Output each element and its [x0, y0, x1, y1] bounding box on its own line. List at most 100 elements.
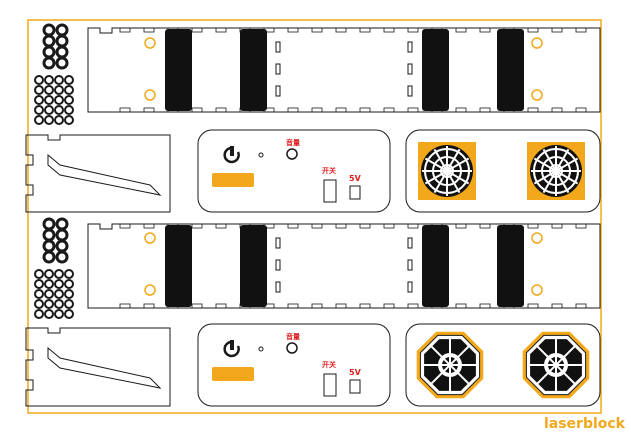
- slot: [407, 41, 413, 53]
- mount-hole: [144, 284, 156, 296]
- slot: [275, 41, 281, 53]
- washer-ring: [55, 250, 69, 264]
- washer-ring: [64, 279, 74, 289]
- strip-tab: [527, 27, 539, 33]
- volume-knob-hole: [286, 342, 298, 354]
- led-hole: [258, 346, 264, 352]
- washer-ring: [54, 95, 64, 105]
- washer-ring: [44, 115, 54, 125]
- sheet-border: [27, 19, 602, 414]
- volume-knob-hole: [286, 148, 298, 160]
- strip-tab: [383, 27, 395, 33]
- washer-ring: [64, 75, 74, 85]
- strip-tab: [287, 223, 299, 229]
- strip-tab: [551, 303, 563, 309]
- washer-ring: [54, 299, 64, 309]
- speaker-grille-left: [416, 331, 484, 399]
- washer-ring: [64, 299, 74, 309]
- washer-ring: [34, 115, 44, 125]
- strip-tab: [215, 303, 227, 309]
- washer-ring: [55, 34, 69, 48]
- washer-ring: [34, 269, 44, 279]
- strip-tab: [575, 223, 587, 229]
- switch-label: 开关: [322, 166, 336, 175]
- washer-ring: [44, 269, 54, 279]
- slot: [275, 281, 281, 293]
- strip-tab: [311, 107, 323, 113]
- washer-ring: [64, 95, 74, 105]
- strip-tab: [143, 107, 155, 113]
- washer-column-bottom: [34, 217, 74, 319]
- strip-tab: [527, 107, 539, 113]
- strip-tab: [311, 303, 323, 309]
- mount-hole: [531, 89, 543, 101]
- washer-ring: [42, 228, 56, 242]
- power-label: 5V: [349, 174, 362, 183]
- slot: [407, 85, 413, 97]
- logo-icon: [223, 340, 240, 358]
- strip-tab: [479, 223, 491, 229]
- strip-tab: [191, 107, 203, 113]
- washer-ring: [64, 115, 74, 125]
- strip-tab: [311, 27, 323, 33]
- grille-spoke: [430, 345, 470, 385]
- led-hole: [258, 152, 264, 158]
- strip-panel-top: [87, 27, 601, 113]
- power-port-cutout: [349, 185, 361, 200]
- strip-tab: [455, 107, 467, 113]
- hinge-block: [422, 225, 449, 307]
- washer-ring: [54, 309, 64, 319]
- mount-hole: [144, 89, 156, 101]
- washer-ring: [54, 279, 64, 289]
- slot: [275, 63, 281, 75]
- volume-label: 音量: [286, 332, 300, 341]
- washer-ring: [44, 299, 54, 309]
- strip-tab: [287, 107, 299, 113]
- slot: [275, 85, 281, 97]
- strip-tab: [359, 27, 371, 33]
- stand-piece-bottom: [25, 327, 171, 407]
- washer-ring: [34, 279, 44, 289]
- washer-ring: [42, 45, 56, 59]
- washer-ring: [44, 279, 54, 289]
- washer-ring: [34, 75, 44, 85]
- washer-ring: [64, 105, 74, 115]
- washer-ring: [42, 217, 56, 231]
- washer-ring: [64, 269, 74, 279]
- speaker-panel-bottom: [405, 323, 601, 407]
- washer-ring: [54, 105, 64, 115]
- strip-tab: [191, 27, 203, 33]
- hinge-block: [165, 225, 192, 307]
- washer-ring: [54, 115, 64, 125]
- slot: [275, 259, 281, 271]
- speaker-grille-right: [522, 331, 590, 399]
- strip-tab: [407, 107, 419, 113]
- volume-label: 音量: [286, 138, 300, 147]
- washer-ring: [42, 56, 56, 70]
- control-panel-top: 音量 开关 5V: [197, 129, 391, 213]
- hinge-block: [165, 29, 192, 111]
- hinge-block: [497, 29, 524, 111]
- strip-tab: [551, 107, 563, 113]
- engraved-logo-banner: [212, 173, 254, 187]
- strip-tab: [479, 27, 491, 33]
- strip-tab: [359, 303, 371, 309]
- stand-piece-top: [25, 134, 171, 213]
- strip-tab: [407, 27, 419, 33]
- mount-hole: [144, 232, 156, 244]
- strip-tab: [383, 223, 395, 229]
- mount-hole: [144, 37, 156, 49]
- engraved-logo-banner: [212, 367, 254, 381]
- strip-tab: [335, 27, 347, 33]
- strip-tab: [119, 223, 131, 229]
- slot: [407, 63, 413, 75]
- washer-ring: [42, 239, 56, 253]
- strip-tab: [287, 27, 299, 33]
- washer-column-top: [34, 23, 74, 125]
- washer-ring: [44, 85, 54, 95]
- washer-ring: [55, 23, 69, 37]
- power-label: 5V: [349, 368, 362, 377]
- strip-tab: [143, 223, 155, 229]
- washer-ring: [44, 309, 54, 319]
